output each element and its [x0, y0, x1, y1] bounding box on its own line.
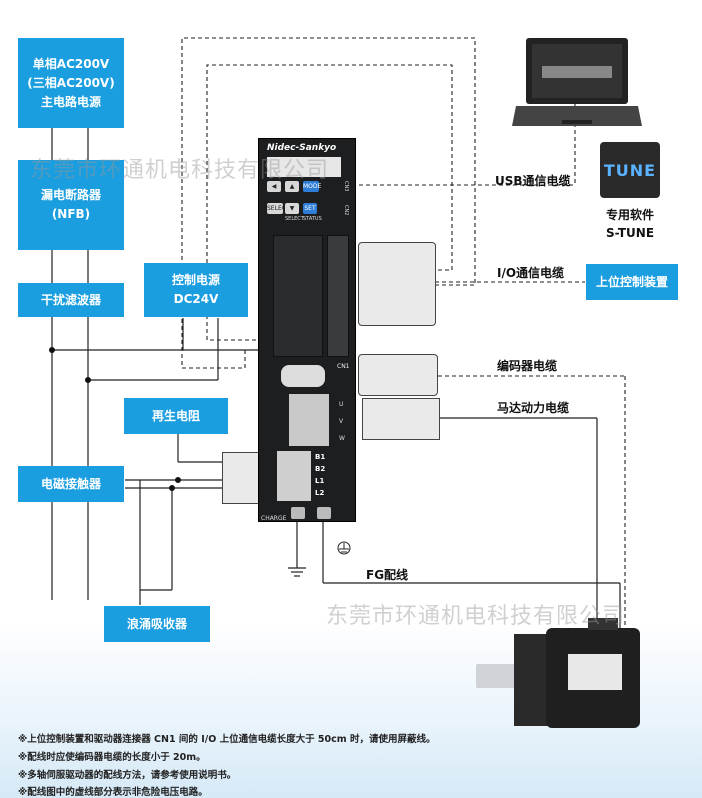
control-power-box: 控制电源 DC24V — [144, 263, 248, 317]
cn3-port-label: CN3 — [343, 181, 349, 192]
noise-filter-label: 干扰滤波器 — [40, 292, 101, 307]
io-cable-label: I/O通信电缆 — [497, 266, 565, 280]
cn1-port — [327, 235, 349, 357]
encoder-port — [281, 365, 325, 387]
driver-vent-panel — [273, 235, 323, 357]
tune-logo-text: TUNE — [603, 160, 657, 180]
left-arrow-button[interactable]: ◀ — [267, 181, 281, 192]
nfb-box: 漏电断路器 (NFB) — [18, 160, 124, 250]
laptop-icon — [512, 38, 642, 126]
power-line-1: 单相AC200V — [32, 56, 110, 71]
fg-wiring-label: FG配线 — [366, 568, 409, 582]
note-4: ※配线图中的虚线部分表示非危险电压电路。 — [18, 787, 208, 798]
control-power-line-2: DC24V — [173, 292, 219, 306]
software-name-label: S-TUNE — [606, 226, 655, 240]
regen-resistor-label: 再生电阻 — [151, 408, 200, 423]
motor-power-cable-label: 马达动力电缆 — [497, 401, 570, 415]
select-button[interactable]: SELECT — [267, 203, 290, 214]
driver-brand: Nidec-Sankyo — [267, 143, 337, 153]
noise-filter-box: 干扰滤波器 — [18, 283, 124, 317]
surge-absorber-box: 浪涌吸收器 — [104, 606, 210, 642]
host-controller-box: 上位控制装置 — [586, 264, 678, 300]
watermark-top: 东莞市环通机电科技有限公司 — [30, 158, 330, 183]
encoder-cable-connector — [358, 354, 438, 396]
driver-display — [267, 157, 341, 177]
regen-plug-connector — [222, 452, 262, 504]
select-sub-label: SELECT — [285, 216, 304, 222]
io-cable-connector — [358, 242, 436, 326]
uvw-port — [289, 394, 329, 446]
power-line-2: (三相AC200V) — [27, 75, 115, 90]
down-arrow-button[interactable]: ▼ — [285, 203, 299, 214]
usb-cable-label: USB通信电缆 — [495, 174, 571, 188]
contactor-label: 电磁接触器 — [40, 476, 101, 491]
v-terminal-label: V — [339, 418, 344, 425]
servo-driver: Nidec-Sankyo ◀ ▲ MODE SELECT ▼ SET SELEC… — [258, 138, 356, 522]
nfb-line-2: (NFB) — [51, 207, 91, 221]
watermark-bottom: 东莞市环通机电科技有限公司 — [326, 604, 626, 629]
ground-terminal-right — [317, 507, 331, 519]
note-1: ※上位控制装置和驱动器连接器 CN1 间的 I/O 上位通信电缆长度大于 50c… — [18, 734, 436, 745]
contactor-box: 电磁接触器 — [18, 466, 124, 502]
ground-terminal-left — [291, 507, 305, 519]
stune-logo-icon: TUNE — [600, 142, 660, 198]
surge-absorber-label: 浪涌吸收器 — [126, 616, 187, 631]
power-terminal-block — [277, 451, 311, 501]
note-2: ※配线时应使编码器电缆的长度小于 20m。 — [18, 752, 206, 763]
cn1-port-label: CN1 — [337, 363, 350, 370]
l2-terminal-label: L2 — [315, 489, 325, 497]
power-supply-box: 单相AC200V (三相AC200V) 主电路电源 — [18, 38, 124, 128]
nfb-line-1: 漏电断路器 — [40, 188, 101, 202]
motor-power-connector — [362, 398, 440, 440]
charge-label: CHARGE — [261, 515, 287, 522]
set-button-label: SET — [304, 205, 316, 212]
b2-terminal-label: B2 — [315, 465, 326, 473]
status-sub-label: STATUS — [303, 216, 322, 222]
regen-resistor-box: 再生电阻 — [124, 398, 228, 434]
host-controller-label: 上位控制装置 — [595, 274, 668, 289]
w-terminal-label: W — [339, 435, 345, 442]
note-3: ※多轴伺服驱动器的配线方法，请参考使用说明书。 — [18, 770, 237, 781]
set-button[interactable]: SET — [303, 203, 317, 214]
b1-terminal-label: B1 — [315, 453, 326, 461]
servo-motor-icon — [476, 618, 640, 728]
mode-button[interactable]: MODE — [303, 181, 322, 192]
mode-button-label: MODE — [303, 183, 322, 190]
software-label: 专用软件 — [606, 208, 655, 222]
power-line-3: 主电路电源 — [40, 94, 101, 109]
up-arrow-button[interactable]: ▲ — [285, 181, 299, 192]
encoder-cable-label: 编码器电缆 — [497, 359, 558, 373]
select-button-label: SELECT — [267, 205, 290, 212]
l1-terminal-label: L1 — [315, 477, 325, 485]
control-power-line-1: 控制电源 — [171, 273, 220, 287]
cn2-port-label: CN2 — [343, 205, 349, 216]
u-terminal-label: U — [339, 401, 344, 408]
